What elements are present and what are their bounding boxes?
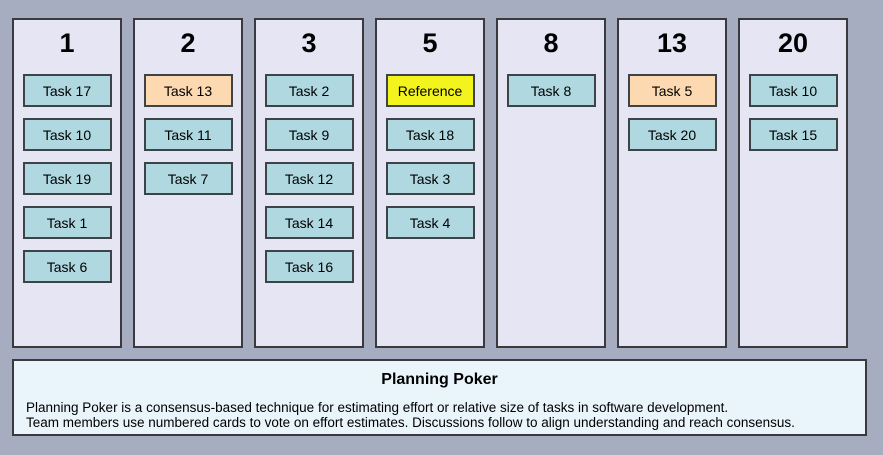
task-card[interactable]: Task 20: [627, 118, 717, 151]
info-panel-title: Planning Poker: [381, 371, 498, 388]
task-card[interactable]: Task 13: [143, 74, 233, 107]
task-card[interactable]: Task 2: [264, 74, 354, 107]
column-header-13: 13: [656, 28, 688, 58]
task-card[interactable]: Task 15: [748, 118, 838, 151]
column-cards: Task 13 Task 11 Task 7: [135, 74, 241, 195]
task-card[interactable]: Task 14: [264, 206, 354, 239]
column-cards: Task 10 Task 15: [740, 74, 846, 151]
column-cards: Task 8: [498, 74, 604, 107]
column-header-5: 5: [422, 28, 438, 58]
column-cards: Task 2 Task 9 Task 12 Task 14 Task 16: [256, 74, 362, 283]
info-panel-description-line-1: Planning Poker is a consensus-based tech…: [26, 400, 729, 415]
task-card[interactable]: Task 9: [264, 118, 354, 151]
task-card[interactable]: Task 12: [264, 162, 354, 195]
task-card[interactable]: Task 6: [22, 250, 112, 283]
column-cards: Task 17 Task 10 Task 19 Task 1 Task 6: [14, 74, 120, 283]
task-card[interactable]: Task 3: [385, 162, 475, 195]
task-card[interactable]: Task 11: [143, 118, 233, 151]
info-panel-description: Planning Poker is a consensus-based tech…: [14, 400, 865, 430]
task-card[interactable]: Task 17: [22, 74, 112, 107]
column-cards: Task 5 Task 20: [619, 74, 725, 151]
task-card[interactable]: Task 19: [22, 162, 112, 195]
task-card[interactable]: Task 10: [748, 74, 838, 107]
info-panel-description-line-2: Team members use numbered cards to vote …: [26, 415, 795, 430]
task-card[interactable]: Task 18: [385, 118, 475, 151]
column-header-8: 8: [543, 28, 559, 58]
reference-card[interactable]: Reference: [385, 74, 475, 107]
task-card[interactable]: Task 4: [385, 206, 475, 239]
column-header-1: 1: [59, 28, 75, 58]
task-card[interactable]: Task 5: [627, 74, 717, 107]
task-card[interactable]: Task 16: [264, 250, 354, 283]
column-header-2: 2: [180, 28, 196, 58]
task-card[interactable]: Task 8: [506, 74, 596, 107]
column-header-20: 20: [777, 28, 809, 58]
info-panel: Planning Poker Planning Poker is a conse…: [12, 359, 867, 436]
task-card[interactable]: Task 10: [22, 118, 112, 151]
column-header-3: 3: [301, 28, 317, 58]
task-card[interactable]: Task 1: [22, 206, 112, 239]
task-card[interactable]: Task 7: [143, 162, 233, 195]
